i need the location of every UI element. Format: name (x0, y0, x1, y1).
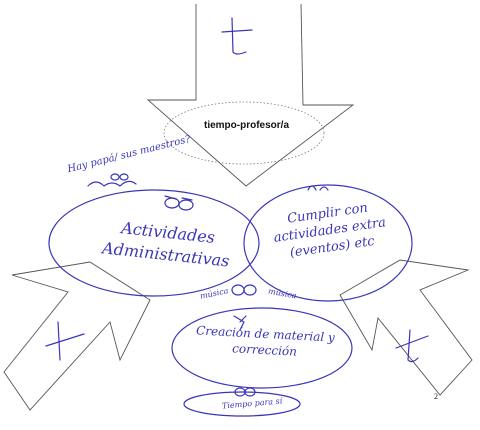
left-arrow-t-cross (45, 333, 85, 347)
page-number: 2 (434, 392, 438, 401)
right-arrow-t-cross (395, 335, 429, 349)
bottom-circle (171, 307, 353, 389)
mid-eye-1 (231, 284, 245, 296)
tiny-eye-b (119, 173, 129, 181)
top-arrow-t-cross (221, 29, 253, 33)
mid-scribble (233, 315, 247, 331)
tiny-eye-a (110, 173, 120, 181)
left-arrow-t-stroke (57, 321, 61, 361)
right-arrow-t-stroke (407, 329, 419, 363)
right-circle (243, 184, 413, 302)
right-arrow (339, 259, 473, 396)
left-eye-1 (164, 197, 180, 209)
top-arrow (146, 3, 355, 187)
center-ellipse (163, 101, 325, 165)
small-bottom-ellipse (183, 391, 301, 417)
scribble-left (87, 180, 137, 187)
left-circle (48, 189, 260, 297)
right-eyes (307, 185, 329, 191)
bottom-eye-2 (244, 387, 256, 397)
top-arrow-t-stroke (231, 17, 247, 55)
left-eye-2 (178, 199, 194, 211)
left-brows (164, 195, 193, 201)
mid-eye-2 (243, 284, 257, 296)
left-arrow (3, 261, 151, 411)
center-label: tiempo-profesor/a (204, 120, 290, 131)
